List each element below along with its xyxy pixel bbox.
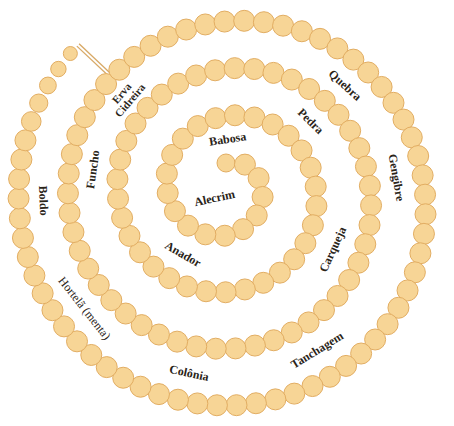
plant-label: Carqueja bbox=[318, 225, 350, 275]
bead bbox=[30, 94, 48, 112]
bead bbox=[244, 335, 265, 356]
plant-label: Pedra bbox=[295, 106, 326, 137]
bead bbox=[224, 105, 245, 126]
bead bbox=[217, 154, 235, 172]
bead bbox=[167, 389, 188, 410]
bead bbox=[413, 223, 434, 244]
bead bbox=[69, 240, 90, 261]
plant-label: Babosa bbox=[208, 130, 247, 149]
plant-label: Erva Cidreira bbox=[100, 69, 152, 124]
plant-label: Funcho bbox=[84, 149, 102, 189]
bead bbox=[273, 15, 294, 36]
bead bbox=[300, 157, 321, 178]
bead bbox=[214, 225, 235, 246]
bead bbox=[415, 184, 436, 205]
bead bbox=[107, 169, 128, 190]
bead bbox=[176, 19, 197, 40]
bead bbox=[61, 144, 82, 165]
bead bbox=[305, 176, 326, 197]
bead bbox=[214, 11, 235, 32]
bead bbox=[17, 247, 38, 268]
bead bbox=[186, 336, 207, 357]
plant-label: Quebra bbox=[326, 67, 364, 103]
bead bbox=[215, 282, 236, 303]
bead bbox=[359, 175, 380, 196]
bead bbox=[21, 112, 41, 132]
bead bbox=[205, 338, 226, 359]
bead bbox=[12, 227, 33, 248]
bead bbox=[284, 383, 305, 404]
bead bbox=[8, 188, 29, 209]
bead bbox=[401, 127, 422, 148]
bead bbox=[9, 208, 30, 229]
plant-label: Hortelã (menta) bbox=[55, 275, 113, 343]
bead bbox=[40, 77, 57, 94]
bead bbox=[248, 168, 269, 189]
bead bbox=[226, 395, 247, 416]
bead bbox=[156, 163, 177, 184]
bead bbox=[355, 156, 376, 177]
bead bbox=[234, 279, 255, 300]
bead bbox=[110, 149, 131, 170]
bead bbox=[306, 196, 327, 217]
bead bbox=[412, 165, 433, 186]
plant-label: Alecrim bbox=[193, 187, 236, 208]
bead bbox=[157, 183, 178, 204]
plant-label: Gengibre bbox=[385, 153, 406, 202]
bead bbox=[245, 393, 266, 414]
bead bbox=[205, 108, 226, 129]
bead bbox=[408, 146, 429, 167]
bead bbox=[359, 215, 380, 236]
bead bbox=[24, 265, 45, 286]
bead bbox=[244, 59, 265, 80]
bead-bar bbox=[79, 44, 113, 76]
bead bbox=[51, 61, 66, 76]
bead bbox=[253, 272, 274, 293]
bead bbox=[196, 281, 217, 302]
bead bbox=[205, 60, 226, 81]
bead bbox=[108, 188, 129, 209]
bead bbox=[59, 202, 80, 223]
bead bbox=[58, 163, 79, 184]
plant-label: Tanchagem bbox=[289, 330, 346, 372]
bead bbox=[263, 62, 284, 83]
bead bbox=[63, 222, 84, 243]
bead bbox=[410, 243, 431, 264]
bead bbox=[187, 393, 208, 414]
bead bbox=[195, 14, 216, 35]
bead bbox=[349, 138, 370, 159]
bead bbox=[186, 65, 207, 86]
bead bbox=[263, 330, 284, 351]
bead bbox=[225, 338, 246, 359]
bead bbox=[206, 395, 227, 416]
bead bbox=[11, 149, 32, 170]
bead bbox=[224, 58, 245, 79]
plant-label: Boldo bbox=[36, 185, 50, 215]
bead bbox=[15, 130, 36, 151]
bead bbox=[355, 234, 376, 255]
bead bbox=[234, 10, 255, 31]
bead bbox=[265, 389, 286, 410]
bead bbox=[63, 47, 77, 61]
bead bbox=[57, 183, 78, 204]
bead bbox=[148, 384, 169, 405]
bead bbox=[112, 207, 133, 228]
plant-label: Colônia bbox=[168, 363, 210, 384]
bead bbox=[253, 12, 274, 33]
bead bbox=[361, 195, 382, 216]
bead bbox=[252, 186, 273, 207]
bead bbox=[9, 169, 30, 190]
plant-label: Anador bbox=[162, 239, 203, 270]
bead bbox=[415, 204, 436, 225]
